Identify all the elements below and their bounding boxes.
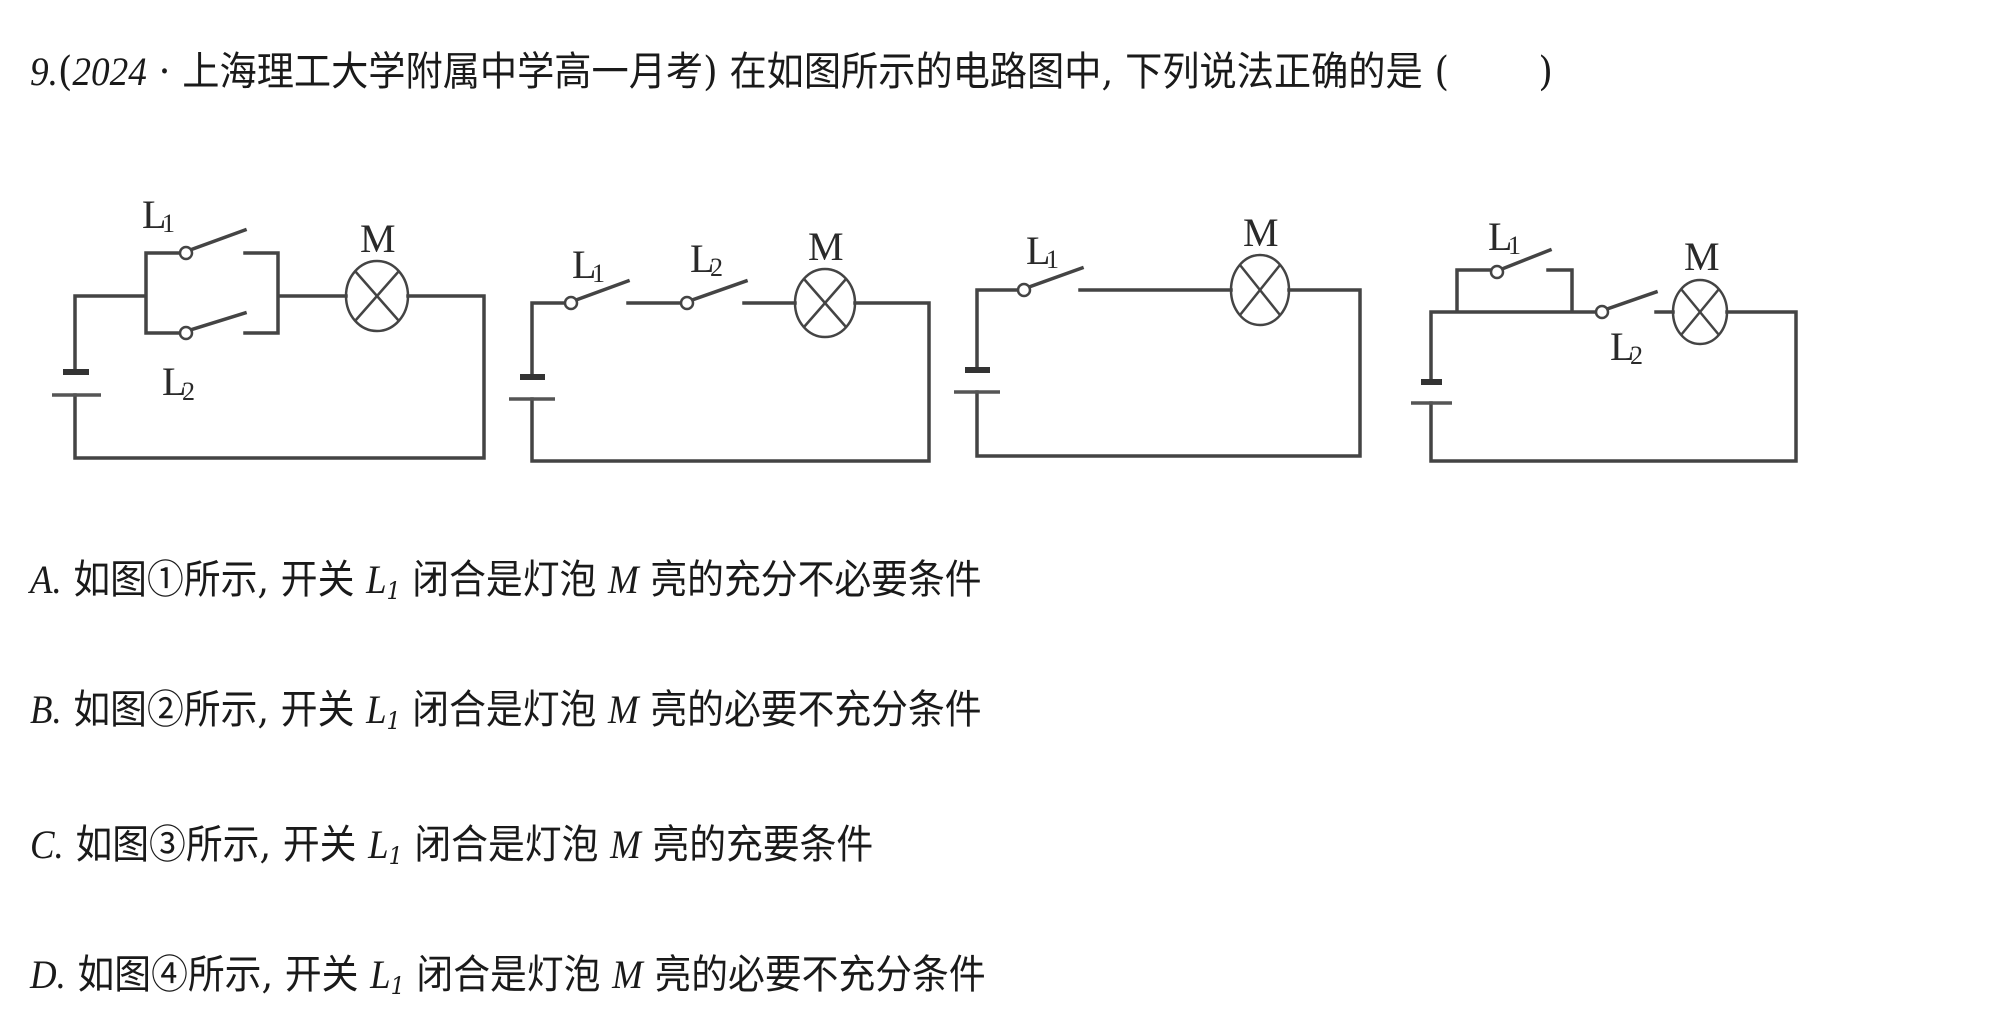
question-number: 9. xyxy=(30,49,58,94)
switch-l1-blade xyxy=(573,278,631,303)
option-letter: D. xyxy=(30,952,66,997)
var-switch-sub: 1 xyxy=(388,842,403,870)
option-text-post: 亮的必要不充分条件 xyxy=(642,952,986,998)
switch-l2-pivot xyxy=(178,325,194,341)
option-text-mid: 闭合是灯泡 xyxy=(400,557,609,603)
var-switch-sub: 1 xyxy=(386,707,401,735)
switch-l1-blade xyxy=(1026,265,1085,290)
label-l2-sub: 2 xyxy=(710,253,723,282)
wire xyxy=(1429,268,1798,463)
option-letter: C. xyxy=(30,822,64,867)
option-letter: A. xyxy=(30,557,62,602)
switch-l1-blade xyxy=(187,227,248,253)
battery-icon xyxy=(954,367,1000,394)
var-lamp: M xyxy=(612,952,643,997)
switch-l1-pivot xyxy=(1016,282,1032,298)
option-text-mid: 闭合是灯泡 xyxy=(404,952,613,998)
circuit-figure-4: L 1 L 2 M xyxy=(1411,214,1798,463)
label-l1: L xyxy=(572,242,596,287)
switch-l2-blade xyxy=(1604,289,1659,312)
option-a[interactable]: A. 如图①所示, 开关 L1 闭合是灯泡 M 亮的充分不必要条件 xyxy=(30,556,982,615)
label-l1-sub: 1 xyxy=(592,259,605,288)
source-name: 上海理工大学附属中学高一月考 xyxy=(182,49,704,95)
var-switch-sub: 1 xyxy=(390,972,405,1000)
wire xyxy=(530,301,931,463)
label-m: M xyxy=(808,224,844,269)
label-l1-sub: 1 xyxy=(1046,245,1059,274)
switch-l1-pivot xyxy=(563,295,579,311)
label-l1: L xyxy=(1026,228,1050,273)
var-lamp: M xyxy=(608,557,639,602)
lamp-icon xyxy=(1671,278,1729,346)
label-l1: L xyxy=(142,192,166,237)
label-m: M xyxy=(1684,234,1720,279)
stem-text: 在如图所示的电路图中, 下列说法正确的是 ( xyxy=(717,49,1450,95)
source-open: ( xyxy=(57,49,73,95)
answer-blank-close: ) xyxy=(1538,49,1553,95)
label-l1: L xyxy=(1488,214,1512,259)
lamp-icon xyxy=(1229,253,1291,327)
option-b[interactable]: B. 如图②所示, 开关 L1 闭合是灯泡 M 亮的必要不充分条件 xyxy=(30,686,982,745)
option-text-pre: 如图③所示, 开关 xyxy=(63,822,369,868)
battery-icon xyxy=(52,369,101,397)
option-text-post: 亮的充分不必要条件 xyxy=(638,557,982,603)
label-l2-sub: 2 xyxy=(1630,341,1643,370)
var-switch: L xyxy=(368,822,389,867)
var-switch: L xyxy=(366,557,387,602)
option-text-mid: 闭合是灯泡 xyxy=(400,687,609,733)
switch-l1-blade xyxy=(1499,247,1553,272)
option-text-post: 亮的充要条件 xyxy=(640,822,874,868)
switch-l2-pivot xyxy=(679,295,695,311)
option-text-pre: 如图①所示, 开关 xyxy=(61,557,367,603)
label-l2-sub: 2 xyxy=(182,377,195,406)
var-switch: L xyxy=(370,952,391,997)
option-text-mid: 闭合是灯泡 xyxy=(402,822,611,868)
source-separator: · xyxy=(146,49,183,95)
circuit-figure-1: L 1 L 2 M xyxy=(52,192,486,460)
lamp-icon xyxy=(344,259,410,333)
option-text-pre: 如图④所示, 开关 xyxy=(65,952,371,998)
label-l2: L xyxy=(690,236,714,281)
var-switch: L xyxy=(366,687,387,732)
option-c[interactable]: C. 如图③所示, 开关 L1 闭合是灯泡 M 亮的充要条件 xyxy=(30,821,873,880)
switch-l2-pivot xyxy=(1594,304,1610,320)
battery-icon xyxy=(1411,379,1452,405)
switch-l1-pivot xyxy=(1489,264,1505,280)
wire xyxy=(73,251,486,460)
circuit-figure-2: L 1 L 2 M xyxy=(509,224,931,463)
label-m: M xyxy=(360,216,396,261)
label-l1-sub: 1 xyxy=(162,209,175,238)
source-year: 2024 xyxy=(72,49,147,94)
lamp-icon xyxy=(793,267,857,339)
switch-l1-pivot xyxy=(178,245,194,261)
circuit-figure-3: L 1 M xyxy=(954,210,1362,458)
question-stem: 9.(2024 · 上海理工大学附属中学高一月考) 在如图所示的电路图中, 下列… xyxy=(30,48,1553,96)
option-d[interactable]: D. 如图④所示, 开关 L1 闭合是灯泡 M 亮的必要不充分条件 xyxy=(30,951,986,1010)
label-m: M xyxy=(1243,210,1279,255)
wire xyxy=(975,288,1362,458)
option-text-post: 亮的必要不充分条件 xyxy=(638,687,982,733)
option-letter: B. xyxy=(30,687,62,732)
switch-l2-blade xyxy=(187,310,248,333)
var-switch-sub: 1 xyxy=(386,577,401,605)
var-lamp: M xyxy=(608,687,639,732)
source-close: ) xyxy=(703,49,718,95)
label-l2: L xyxy=(162,359,186,404)
label-l2: L xyxy=(1610,324,1634,369)
label-l1-sub: 1 xyxy=(1508,231,1521,260)
option-text-pre: 如图②所示, 开关 xyxy=(61,687,367,733)
switch-l2-blade xyxy=(689,278,749,303)
battery-icon xyxy=(509,374,555,401)
var-lamp: M xyxy=(610,822,641,867)
